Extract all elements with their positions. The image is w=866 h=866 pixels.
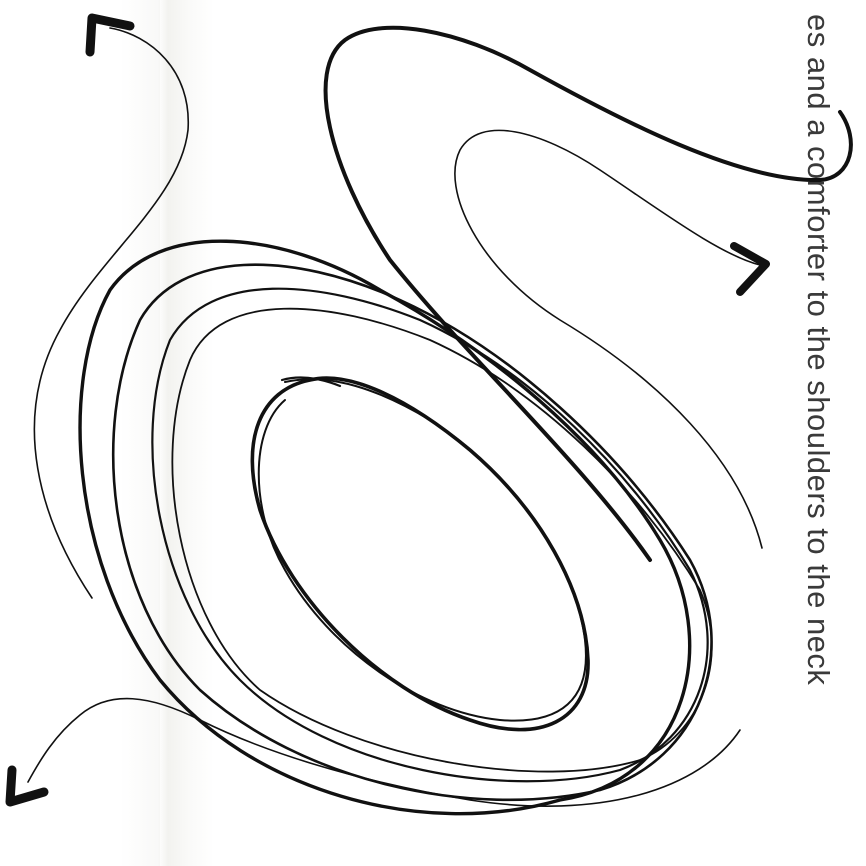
- inner-loop-1: [252, 378, 588, 730]
- inner-loop-2: [259, 379, 586, 720]
- outer-left-thin-curve: [34, 28, 188, 598]
- loop-outer-1: [80, 241, 690, 814]
- loop-outer-2: [113, 265, 711, 800]
- arrow-top-left-icon: [90, 18, 130, 52]
- loop-middle-2: [172, 309, 711, 772]
- upper-right-thick-curve: [326, 28, 851, 560]
- bottom-left-thin-curve: [28, 699, 740, 807]
- loop-middle-1: [152, 289, 707, 782]
- arrow-bottom-left-icon: [10, 770, 44, 802]
- upper-right-thin-curve: [455, 130, 762, 548]
- arrow-right-icon: [734, 246, 766, 292]
